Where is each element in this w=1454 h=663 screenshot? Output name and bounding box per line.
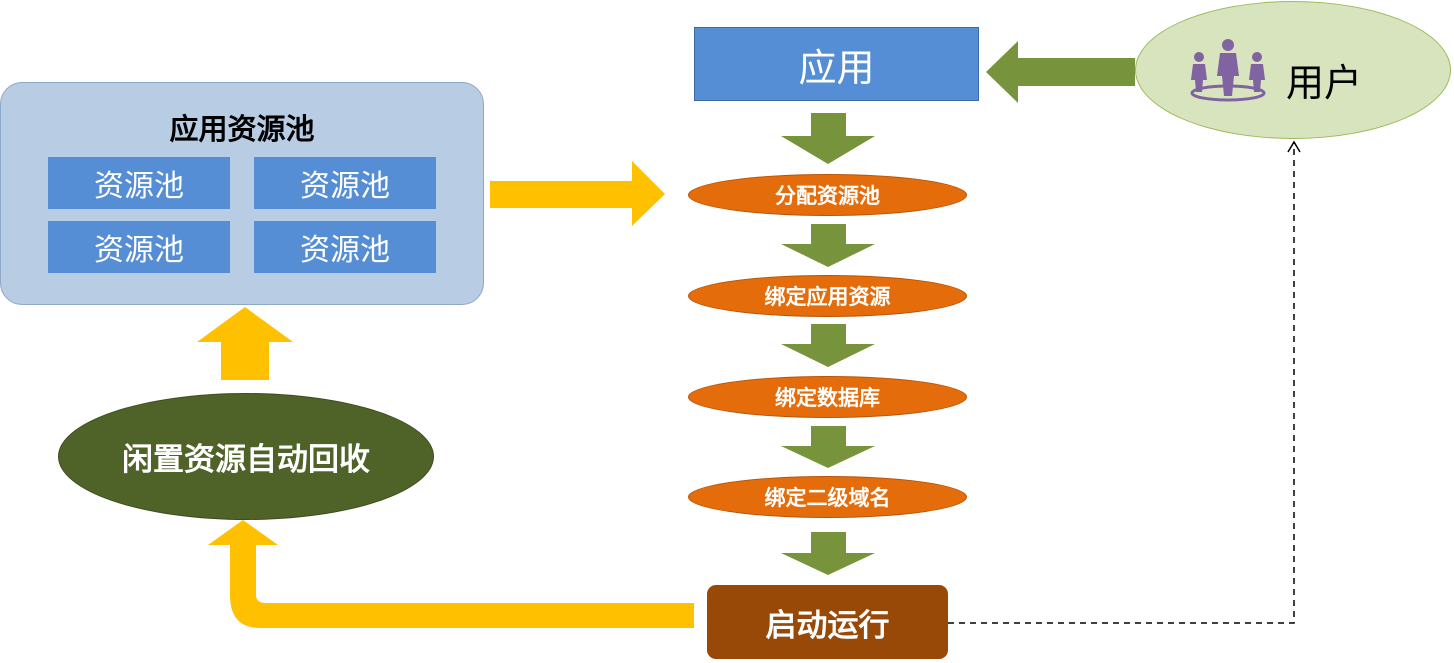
dashed-arrowhead: [1287, 140, 1301, 153]
pool-cell: 资源池: [254, 157, 436, 209]
step-bind-app-resource: 绑定应用资源: [688, 275, 967, 317]
recycle-to-pool-arrow: [197, 307, 293, 380]
run-to-user-dashed-line: [948, 142, 1295, 624]
app-box: 应用: [694, 27, 979, 101]
pool-cell: 资源池: [254, 221, 436, 273]
pool-title: 应用资源池: [169, 112, 315, 146]
start-run-box: 启动运行: [707, 585, 948, 659]
pool-cell: 资源池: [48, 221, 230, 273]
people-icon: [1190, 39, 1266, 102]
pool-to-process-arrow: [490, 161, 665, 226]
user-ellipse: [1135, 1, 1451, 139]
idle-recycle-ellipse: 闲置资源自动回收: [58, 393, 434, 520]
step-bind-database: 绑定数据库: [688, 376, 967, 418]
run-to-recycle-arrow: [208, 520, 694, 628]
down-arrow-1: [781, 113, 875, 164]
step-bind-subdomain: 绑定二级域名: [688, 476, 967, 518]
user-label: 用户: [1286, 61, 1363, 105]
down-arrow-5: [781, 532, 875, 575]
down-arrow-3: [781, 324, 875, 367]
user-to-app-arrow: [986, 41, 1135, 103]
down-arrow-4: [781, 426, 875, 468]
step-allocate-pool: 分配资源池: [688, 174, 967, 216]
down-arrow-2: [781, 224, 875, 267]
pool-cell: 资源池: [48, 157, 230, 209]
